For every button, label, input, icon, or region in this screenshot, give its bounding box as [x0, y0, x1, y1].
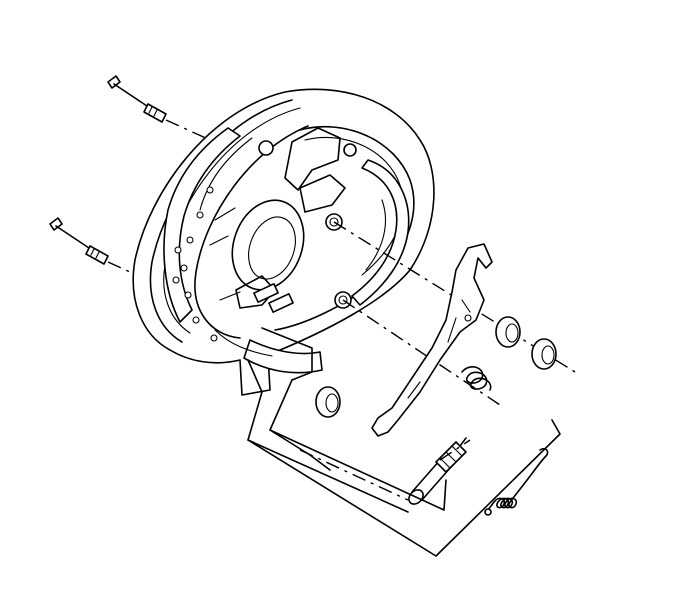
retainer-spring — [461, 366, 492, 391]
brake-shoe-assembly — [163, 127, 410, 374]
routing-lines — [247, 327, 561, 557]
actuator-lever — [371, 243, 493, 437]
hold-down-pin-lower — [49, 217, 131, 273]
retainer-cup — [315, 316, 557, 418]
adjuster-spring — [484, 447, 549, 516]
lower-center-line — [342, 299, 501, 406]
hold-down-pin-upper — [107, 75, 211, 141]
